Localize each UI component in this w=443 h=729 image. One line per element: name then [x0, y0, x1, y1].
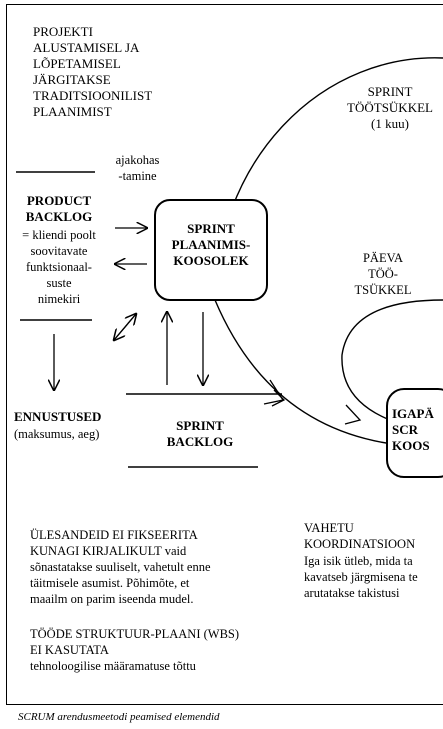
sb-entry-arrow — [271, 389, 286, 407]
sprint-cycle-duration: (1 kuu) — [371, 116, 409, 131]
coordination-heading: VAHETU KOORDINATSIOON — [304, 521, 416, 551]
tasks-note-body: vaid sõnastatakse suuliselt, vahetult en… — [30, 544, 211, 606]
product-backlog-description: = kliendi poolt soovitavate funktsionaal… — [22, 228, 96, 306]
wbs-note-body: tehnoloogilise määramatuse tõttu — [30, 659, 196, 673]
estimates-title: ENNUSTUSED — [14, 409, 102, 424]
diagram-frame — [6, 4, 443, 705]
product-backlog-title: PRODUCT BACKLOG — [25, 193, 93, 224]
tasks-note: ÜLESANDEID EI FIKSEERITA KUNAGI KIRJALIK… — [30, 527, 290, 607]
coordination-body: Iga isik ütleb, mida ta kavatseb järgmis… — [304, 554, 418, 600]
tasks-note-heading: ÜLESANDEID EI FIKSEERITA KUNAGI KIRJALIK… — [30, 528, 198, 558]
top-left-note: PROJEKTI ALUSTAMISEL JA LÕPETAMISEL JÄRG… — [33, 24, 153, 119]
cycle-arrow-1 — [263, 379, 285, 405]
arrow-diagonal-back — [114, 313, 137, 340]
daily-cycle-circle — [341, 299, 443, 421]
sprint-backlog-label: SPRINT BACKLOG — [166, 418, 234, 449]
update-label: ajakohas -tamine — [115, 153, 160, 183]
planning-meeting-box: SPRINT PLAANIMIS- KOOSOLEK — [154, 199, 268, 301]
sprint-cycle-circle-lower — [214, 299, 401, 446]
sprint-cycle-title: SPRINT TÖÖTSÜKKEL — [347, 84, 433, 115]
cycle-arrow-2 — [344, 404, 362, 425]
estimates-detail: (maksumus, aeg) — [14, 427, 100, 441]
wbs-note-heading: TÖÖDE STRUKTUUR-PLAANI (WBS) EI KASUTATA — [30, 627, 240, 657]
planning-meeting-label: SPRINT PLAANIMIS- KOOSOLEK — [171, 221, 251, 268]
daily-scrum-label: IGAPÄ SCR KOOS — [392, 406, 434, 453]
daily-cycle-label: PÄEVA TÖÖ- TSÜKKEL — [354, 251, 412, 297]
figure-caption: SCRUM arendusmeetodi peamised elemendid — [18, 711, 220, 723]
daily-scrum-box: IGAPÄ SCR KOOS — [386, 388, 443, 478]
